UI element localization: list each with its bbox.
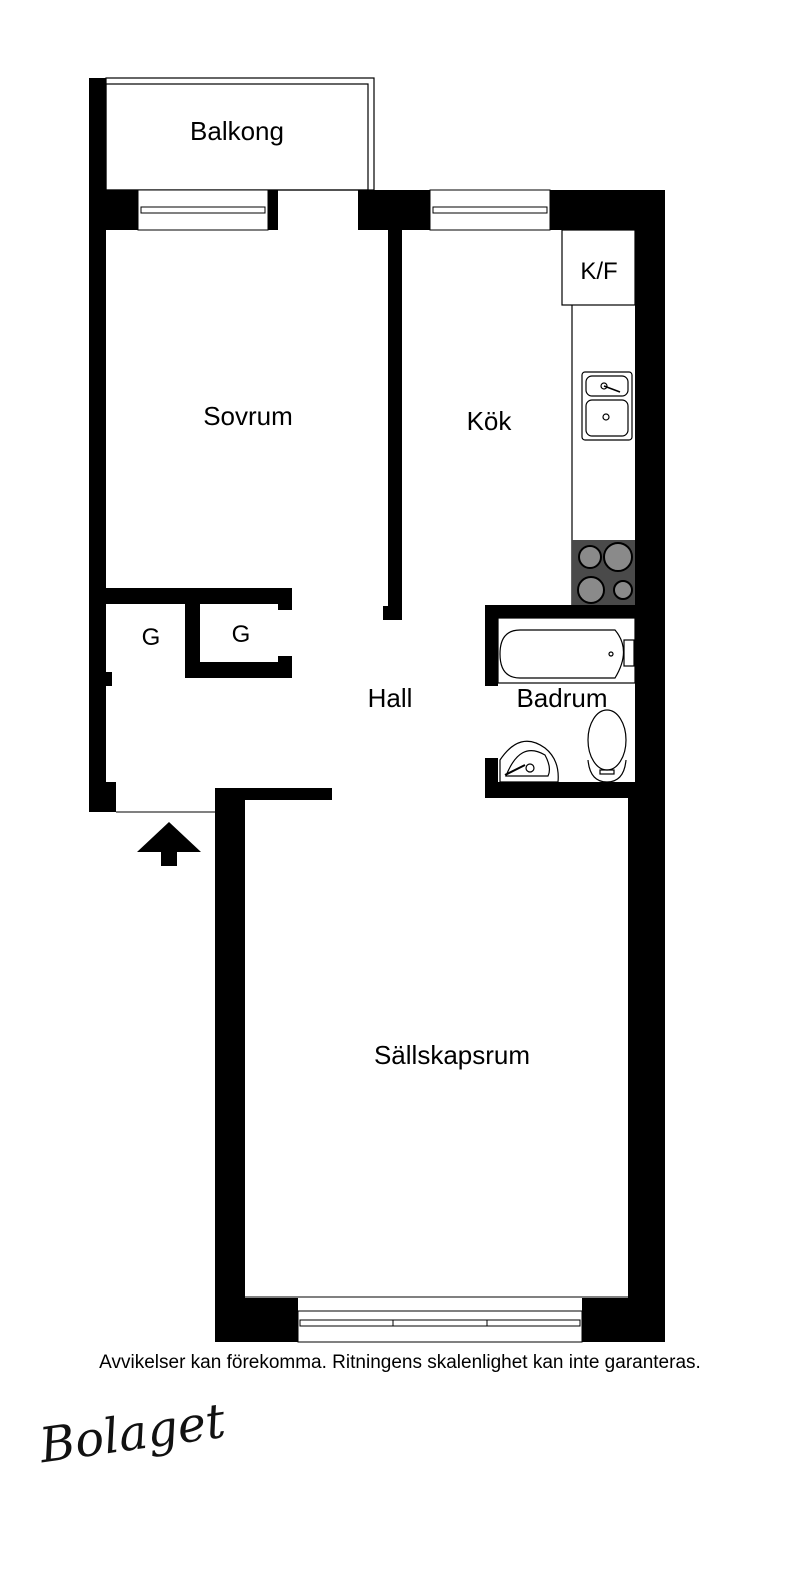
room-label-closet-1: G (142, 624, 161, 651)
room-label-balcony: Balkong (190, 116, 284, 146)
room-label-closet-2: G (232, 621, 251, 648)
brand-logo: Bolaget (35, 1393, 229, 1475)
room-label-living-room: Sällskapsrum (374, 1040, 530, 1070)
bathtub-icon (497, 617, 636, 684)
room-label-kitchen: Kök (467, 406, 513, 436)
window-living-room (245, 1296, 628, 1343)
disclaimer-text: Avvikelser kan förekomma. Ritningens ska… (99, 1352, 701, 1373)
stove-icon (572, 540, 635, 605)
entrance-arrow-icon (137, 822, 201, 866)
room-label-bathroom: Badrum (516, 683, 607, 713)
room-label-bedroom: Sovrum (203, 401, 293, 431)
washbasin-icon (499, 740, 559, 783)
window-bedroom (137, 189, 269, 231)
window-kitchen (429, 189, 551, 231)
sink-icon (581, 371, 633, 441)
walls (89, 78, 665, 1342)
room-label-fridge-freezer: K/F (580, 258, 617, 285)
room-label-hall: Hall (368, 683, 413, 713)
toilet-icon (587, 709, 627, 783)
